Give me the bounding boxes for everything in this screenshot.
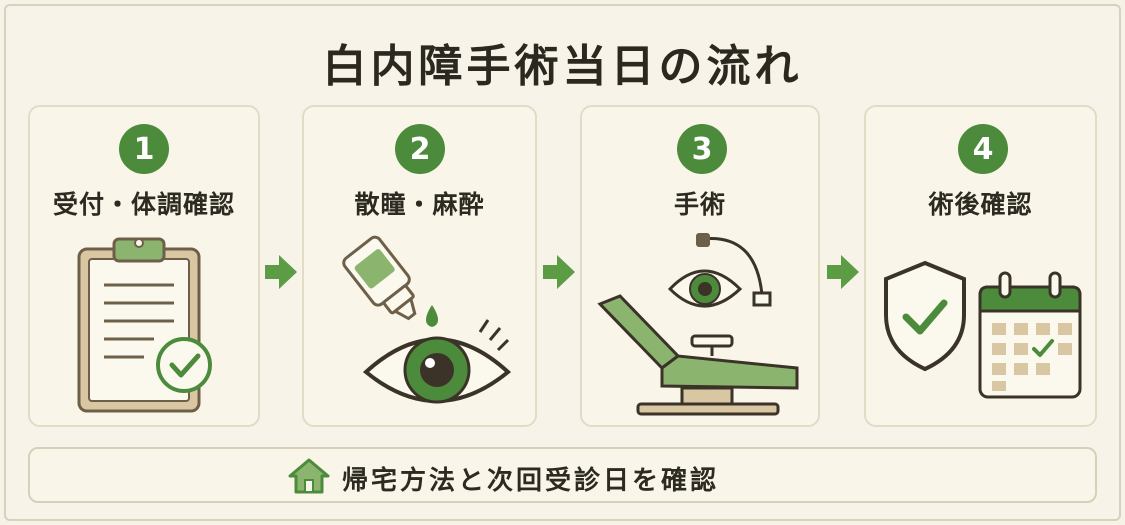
surgery-chair-icon: [597, 294, 799, 416]
step-label: 受付・体調確認: [52, 190, 235, 219]
step-number-badge: 4: [958, 124, 1008, 174]
step-card-1: 1 受付・体調確認: [28, 105, 260, 427]
page-title: 白内障手術当日の流れ: [322, 41, 803, 92]
step-card-2: 2 散瞳・麻酔: [302, 105, 537, 427]
footer-text: 帰宅方法と次回受診日を確認: [342, 466, 720, 496]
step-label: 手術: [673, 190, 726, 219]
arrow-right-icon: [827, 255, 859, 289]
shield-check-icon: [884, 260, 966, 372]
footer-bar: 帰宅方法と次回受診日を確認: [28, 447, 1097, 503]
calendar-check-icon: [978, 271, 1082, 399]
arrow-right-icon: [543, 255, 575, 289]
step-label: 散瞳・麻酔: [354, 190, 485, 219]
step-card-4: 4 術後確認: [864, 105, 1097, 427]
step-number-badge: 2: [395, 124, 445, 174]
eye-drop-icon: [342, 235, 438, 327]
step-number-badge: 3: [677, 124, 727, 174]
eye-icon: [362, 319, 512, 404]
arrow-right-icon: [265, 255, 297, 289]
step-label: 術後確認: [928, 190, 1033, 219]
step-card-3: 3 手術: [580, 105, 820, 427]
clipboard-check-icon: [77, 237, 212, 413]
surgical-light-icon: [667, 233, 772, 308]
home-icon: [288, 458, 330, 494]
step-number-badge: 1: [119, 124, 169, 174]
